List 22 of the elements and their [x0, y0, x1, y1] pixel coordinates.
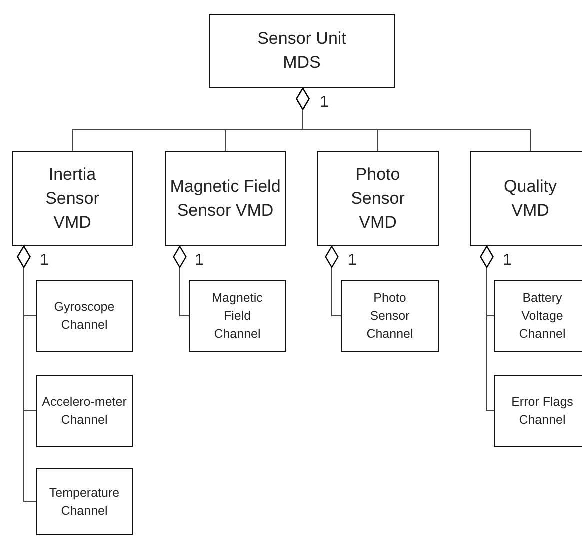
module-box: Magnetic Field Sensor VMD: [165, 151, 286, 246]
channel-box: Photo Sensor Channel: [341, 280, 439, 352]
multiplicity-label: 1: [195, 252, 204, 270]
aggregation-connector: [296, 88, 531, 152]
channel-box: Gyroscope Channel: [36, 280, 133, 352]
channel-box: Magnetic Field Channel: [189, 280, 286, 352]
multiplicity-label: 1: [348, 252, 357, 270]
aggregation-connector: [480, 246, 494, 412]
channel-box: Accelero-meter Channel: [36, 375, 133, 447]
channel-box: Temperature Channel: [36, 468, 133, 535]
aggregation-connector: [325, 246, 342, 316]
multiplicity-label: 1: [40, 252, 49, 270]
aggregation-connector: [173, 246, 190, 316]
channel-box: Error Flags Channel: [494, 375, 582, 447]
module-box: Quality VMD: [470, 151, 582, 246]
multiplicity-label: 1: [320, 94, 329, 112]
channel-box: Battery Voltage Channel: [494, 280, 582, 352]
module-box: Inertia Sensor VMD: [12, 151, 133, 246]
multiplicity-label: 1: [503, 252, 512, 270]
module-box: Photo Sensor VMD: [317, 151, 439, 246]
module-box: Sensor Unit MDS: [209, 14, 395, 88]
aggregation-connector: [17, 246, 36, 502]
